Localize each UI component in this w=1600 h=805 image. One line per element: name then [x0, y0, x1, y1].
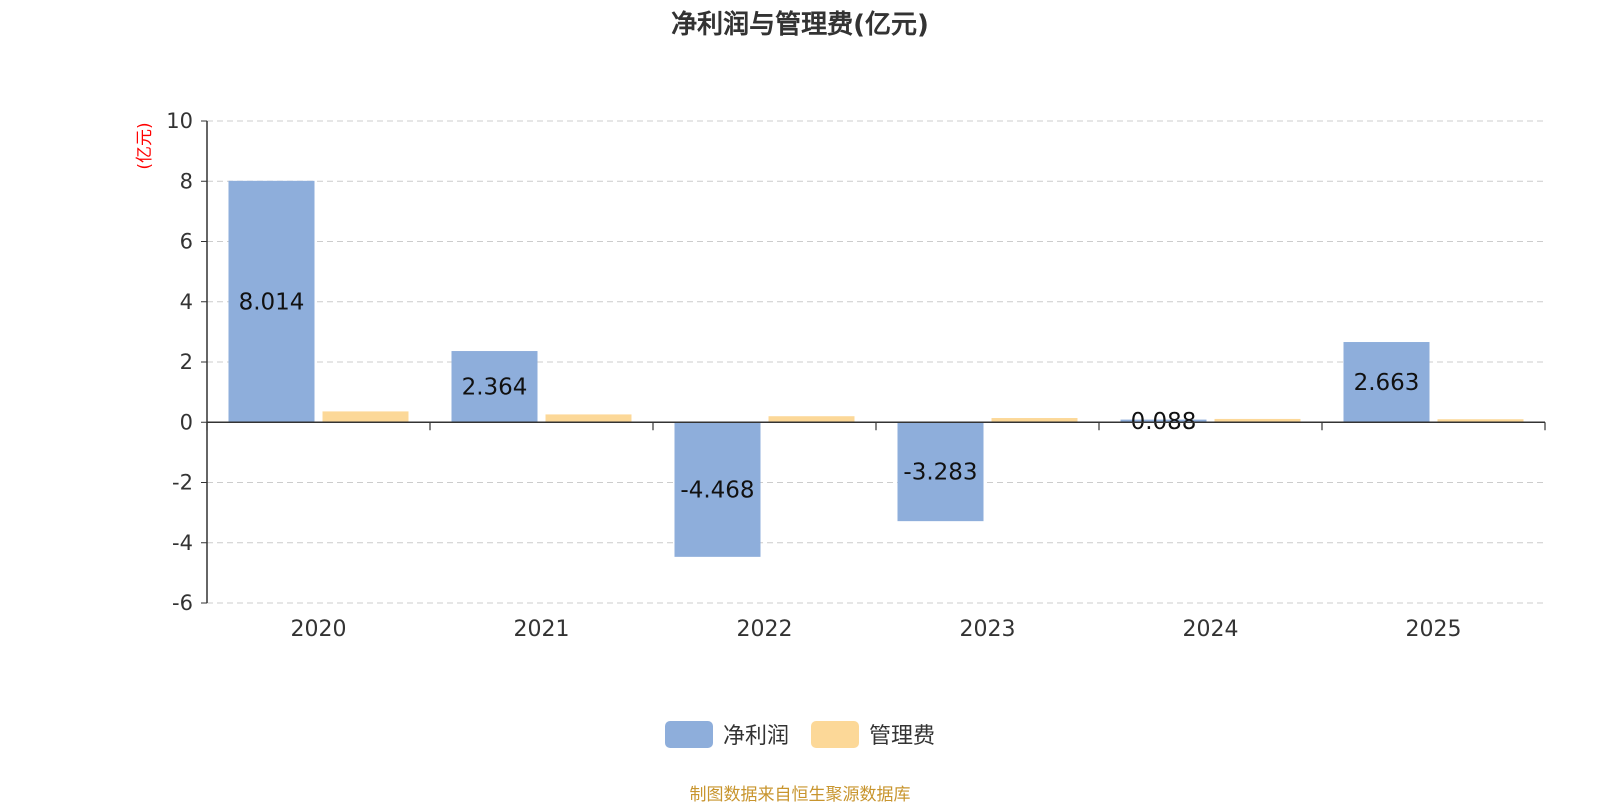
x-tick-label: 2024	[1183, 617, 1239, 642]
y-tick-label: 10	[166, 109, 193, 133]
bar-net-profit	[674, 422, 761, 557]
legend-label-admin-expense: 管理费	[869, 724, 936, 749]
legend-item-net-profit[interactable]: 净利润	[664, 718, 789, 750]
y-tick-label: -6	[172, 591, 193, 615]
y-tick-label: 6	[180, 230, 193, 254]
data-source-note: 制图数据来自恒生聚源数据库	[689, 785, 911, 805]
bar-net-profit	[451, 351, 538, 423]
y-tick-label: -2	[172, 471, 193, 495]
y-tick-label: -4	[172, 531, 193, 555]
legend-swatch-admin-expense	[811, 720, 859, 748]
legend: 净利润 管理费	[0, 718, 1600, 750]
x-tick-label: 2023	[960, 617, 1016, 642]
bar-admin-expense	[1437, 419, 1524, 423]
bar-net-profit	[1343, 342, 1430, 423]
y-tick-label: 2	[180, 350, 193, 374]
y-tick-label: 8	[180, 169, 193, 193]
x-tick-label: 2022	[737, 617, 793, 642]
bar-admin-expense	[545, 414, 632, 423]
data-label: 2.364	[462, 375, 528, 401]
x-tick-label: 2025	[1406, 617, 1462, 642]
x-tick-label: 2021	[514, 617, 570, 642]
bar-admin-expense	[1214, 418, 1301, 423]
data-label: 2.663	[1354, 370, 1420, 396]
legend-label-net-profit: 净利润	[722, 724, 789, 749]
x-tick-label: 2020	[291, 617, 347, 642]
data-label: -3.283	[903, 460, 977, 486]
bar-net-profit	[1120, 419, 1207, 423]
data-label: -4.468	[680, 478, 754, 504]
bar-admin-expense	[322, 411, 409, 423]
bar-admin-expense	[768, 416, 855, 423]
bar-admin-expense	[991, 418, 1078, 423]
y-axis-unit-label: (亿元)	[135, 122, 155, 169]
y-tick-label: 0	[180, 410, 193, 434]
bar-net-profit	[897, 422, 984, 522]
legend-item-admin-expense[interactable]: 管理费	[811, 718, 935, 750]
data-label: 8.014	[239, 290, 305, 316]
bar-chart: -6 -4 -2 0 2 4 6 8 10 (亿元) 8.014 2020 2.364 2021 -4.46…	[135, 109, 1546, 642]
chart-title: 净利润与管理费(亿元)	[671, 10, 929, 40]
legend-swatch-net-profit	[664, 720, 713, 748]
bar-net-profit	[228, 180, 315, 423]
y-tick-label: 4	[180, 290, 193, 314]
